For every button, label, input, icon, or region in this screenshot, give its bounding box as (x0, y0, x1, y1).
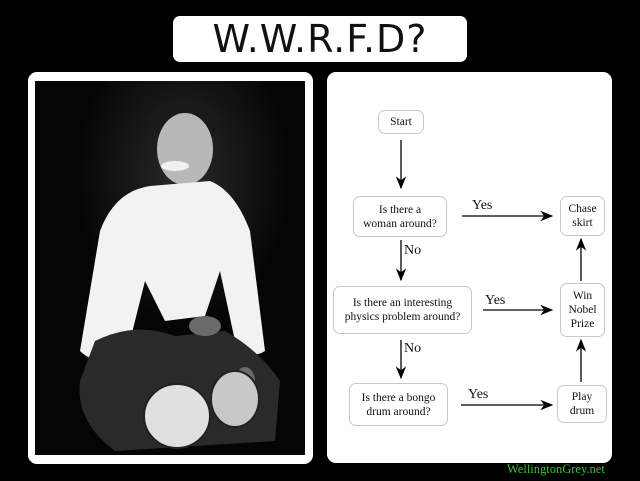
edge-label-yes-3: Yes (468, 387, 489, 402)
site-credit: WellingtonGrey.net (507, 462, 605, 476)
edge-label-yes-2: Yes (485, 293, 506, 308)
node-start: Start (378, 110, 424, 134)
photo-frame (28, 72, 313, 464)
edge-label-no-1: No (404, 243, 422, 258)
flowchart-arrows (395, 140, 587, 411)
edge-label-yes-1: Yes (472, 198, 493, 213)
edge-label-no-2: No (404, 341, 422, 356)
page-title: W.W.R.F.D? (212, 17, 428, 61)
title-banner: W.W.R.F.D? (173, 16, 467, 62)
portrait-photo (35, 81, 305, 455)
